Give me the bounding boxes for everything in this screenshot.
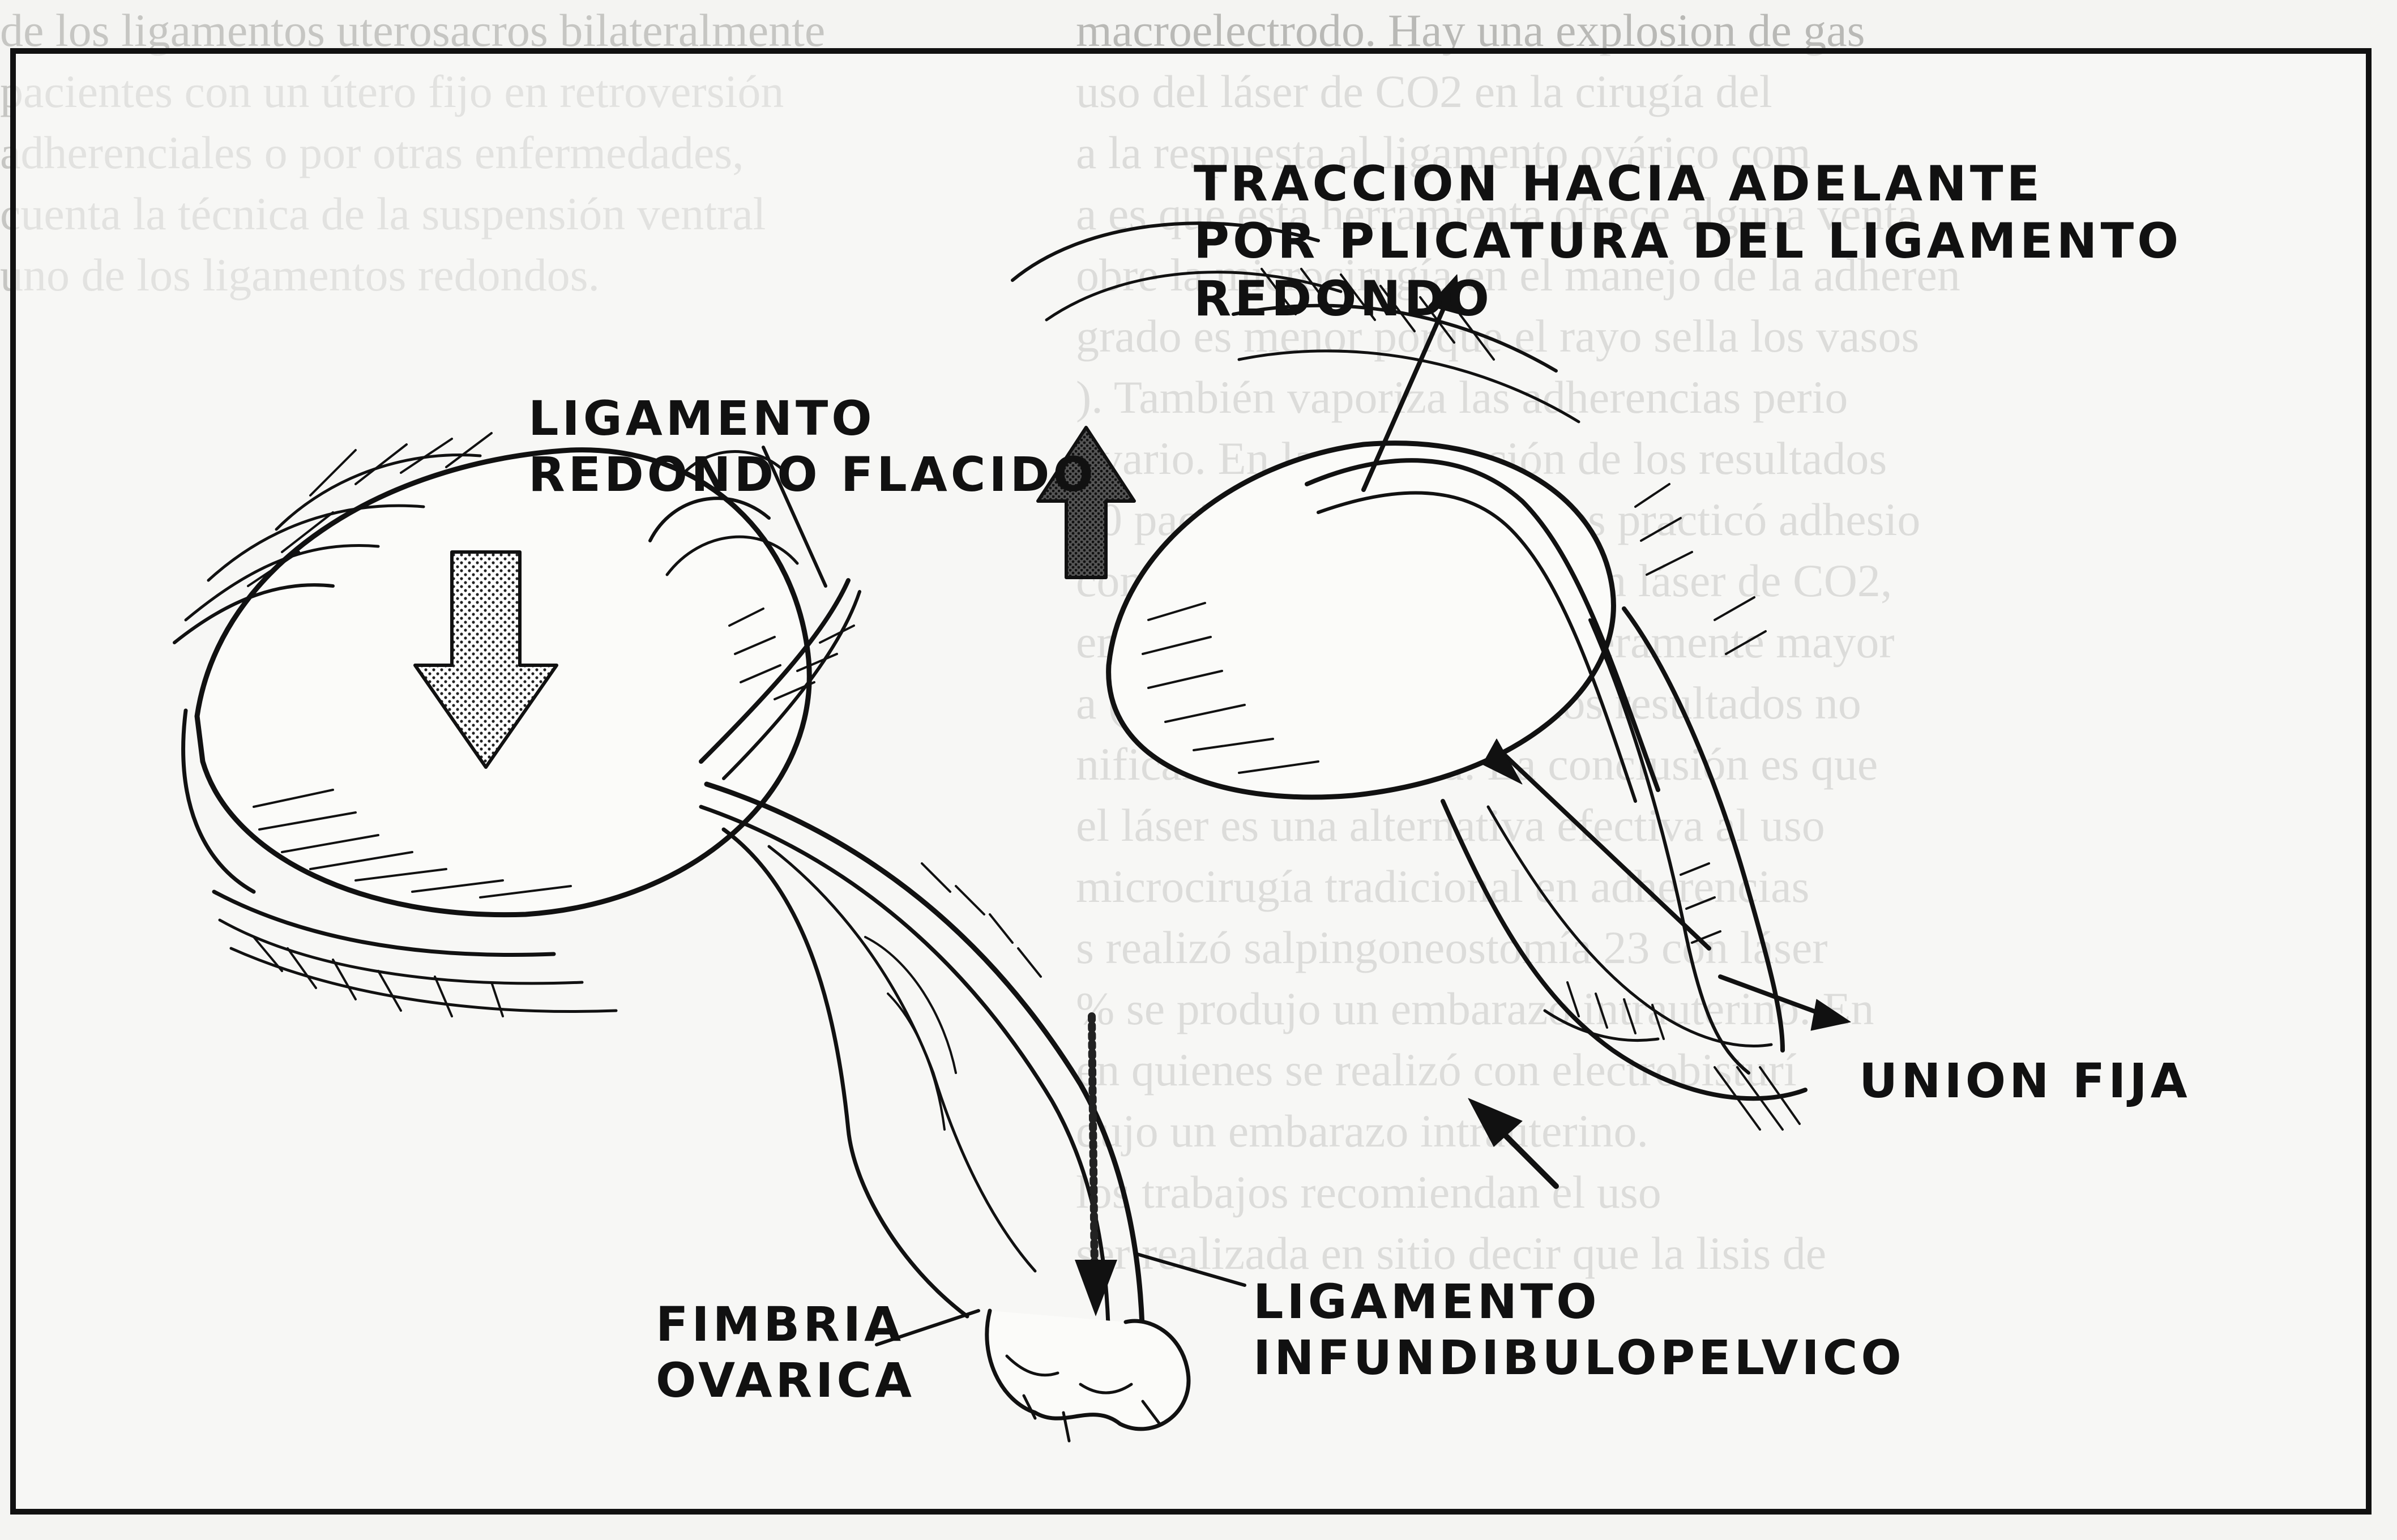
- fixed-union-label: UNION FIJA: [1859, 1053, 2191, 1109]
- leader-line-infundibulopelvic: [1137, 1254, 1245, 1285]
- flaccid-round-ligament-label: LIGAMENTO REDONDO FLACIDO: [528, 391, 1097, 503]
- infundibulopelvic-ligament-label: LIGAMENTO INFUNDIBULOPELVICO: [1253, 1274, 1905, 1386]
- traction-label: TRACCION HACIA ADELANTE POR PLICATURA DE…: [1194, 156, 2366, 328]
- right-uterus-drawing: [1012, 223, 1805, 1130]
- anatomical-figure-frame: TRACCION HACIA ADELANTE POR PLICATURA DE…: [10, 48, 2372, 1515]
- ovarian-fimbria-label: FIMBRIA OVARICA: [656, 1297, 915, 1409]
